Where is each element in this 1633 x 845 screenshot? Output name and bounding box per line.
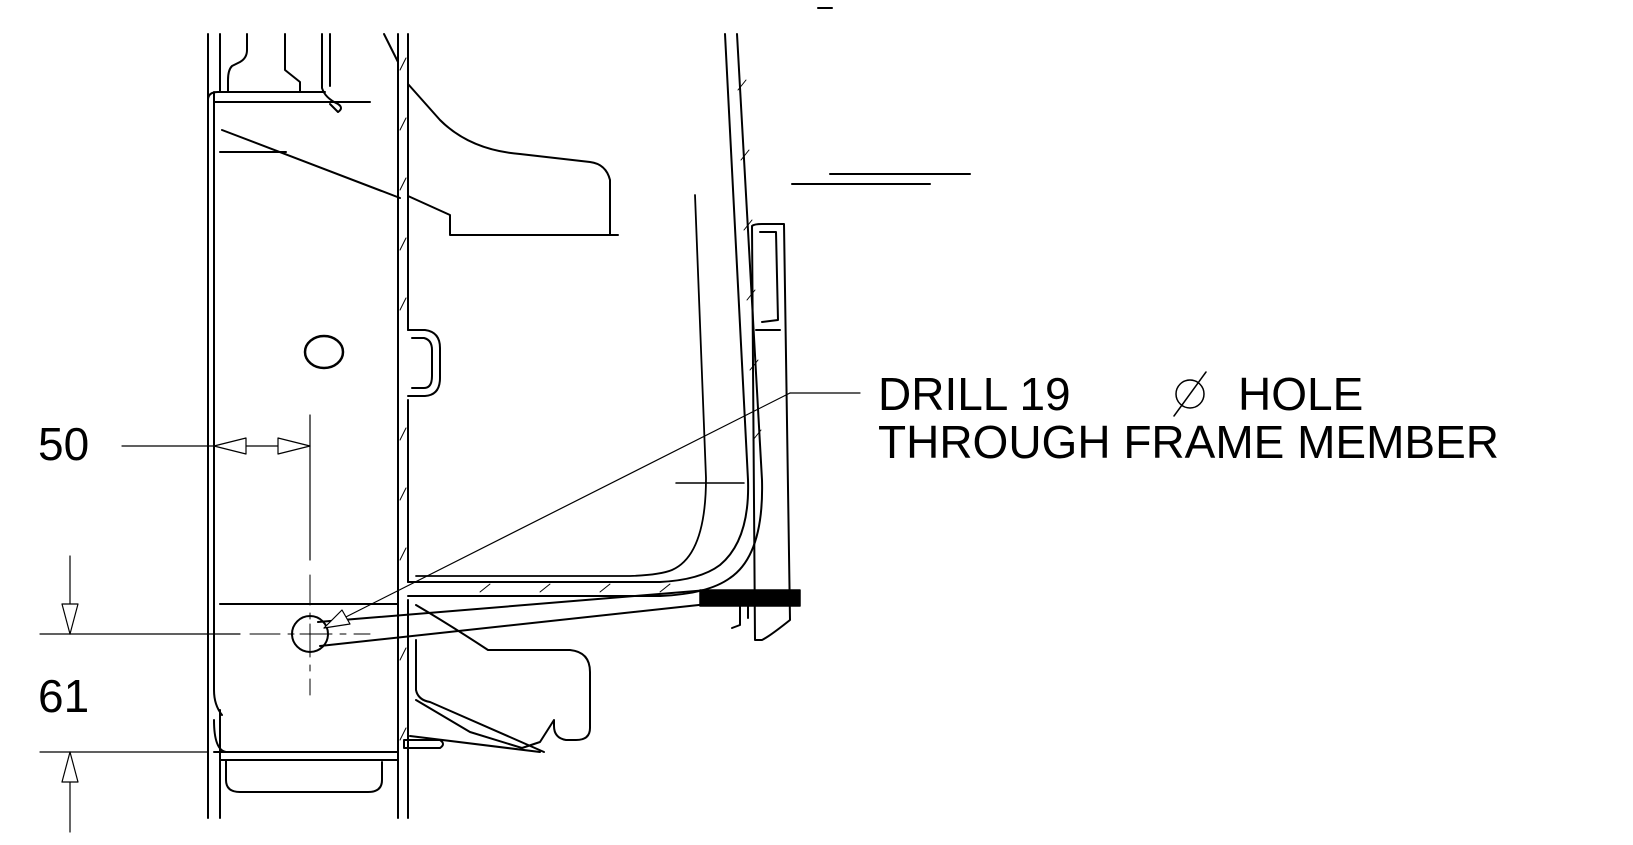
- note-line-2: THROUGH FRAME MEMBER: [878, 416, 1499, 468]
- hole-centerlines: [249, 574, 371, 696]
- bumper-plate: [751, 223, 791, 641]
- diameter-symbol-icon: [1173, 371, 1207, 417]
- dimension-61: [39, 555, 241, 833]
- top-bracket: [214, 33, 401, 199]
- note-leader: [323, 392, 861, 629]
- outer-frame-rail: [207, 33, 326, 819]
- upper-hole: [303, 334, 345, 370]
- note-line-1-prefix: DRILL 19: [878, 368, 1071, 420]
- dimension-label-50: 50: [38, 418, 89, 470]
- note-line-1-suffix: HOLE: [1238, 368, 1363, 420]
- dimension-label-61: 61: [38, 670, 89, 722]
- threaded-bolt: [699, 589, 801, 629]
- dimension-50: [121, 414, 311, 561]
- lower-bracket: [213, 604, 591, 793]
- tie-strap: [317, 589, 709, 647]
- reference-lines: [791, 173, 971, 185]
- upper-gusset: [383, 33, 619, 236]
- frame-web: [397, 33, 441, 819]
- body-panel: [407, 33, 764, 597]
